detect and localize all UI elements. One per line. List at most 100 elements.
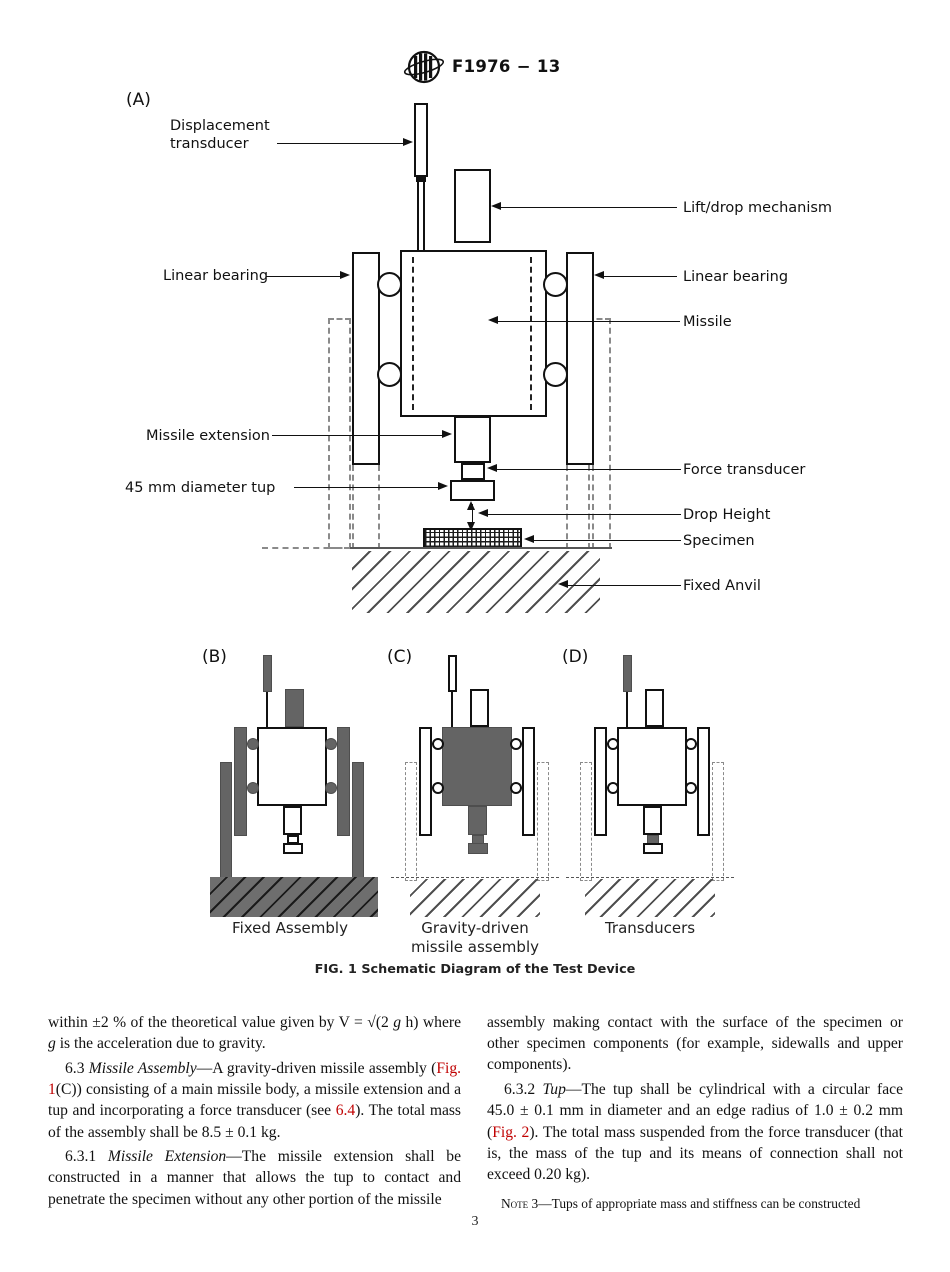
frame-dashed-left xyxy=(405,762,417,881)
ground-line-dashed xyxy=(566,877,734,878)
callout-line xyxy=(501,207,677,208)
panel-c-caption: Gravity-driven missile assembly xyxy=(411,919,539,956)
paragraph: within ±2 % of the theoretical value giv… xyxy=(48,1014,461,1053)
callout-force-transducer: Force transducer xyxy=(683,462,806,478)
frame-dashed-right xyxy=(537,762,549,881)
fixed-anvil-hatching xyxy=(585,879,715,917)
frame-dashed-right xyxy=(712,762,724,881)
drop-height-arrow-line xyxy=(472,504,473,524)
lift-drop-mechanism xyxy=(454,169,491,243)
callout-specimen: Specimen xyxy=(683,533,755,549)
bearing-roller xyxy=(247,782,259,794)
callout-missile: Missile xyxy=(683,314,732,330)
displacement-transducer-collar xyxy=(416,175,426,182)
paragraph-6-3-2: 6.3.2 Tup—The tup shall be cylindrical w… xyxy=(487,1081,903,1183)
ref-link[interactable]: 6.4 xyxy=(335,1102,356,1120)
bearing-roller xyxy=(432,782,444,794)
force-transducer-part xyxy=(461,463,485,480)
figure-1-panel-d: (D) Transducers xyxy=(560,645,740,975)
callout-line xyxy=(488,514,681,515)
bearing-roller xyxy=(377,362,402,387)
bearing-roller xyxy=(325,782,337,794)
missile-body xyxy=(257,727,327,806)
body-left-column: within ±2 % of the theoretical value giv… xyxy=(48,1012,461,1210)
callout-arrowhead xyxy=(442,430,452,438)
page-header: F1976 − 13 xyxy=(0,46,950,90)
frame-dashed-left xyxy=(328,318,351,549)
bearing-roller xyxy=(543,362,568,387)
panel-b-label: (B) xyxy=(202,647,227,667)
callout-line xyxy=(604,276,677,277)
figure-1-panel-c: (C) Gravity-driven missile assembly xyxy=(385,645,565,975)
drop-height-arrowhead-up xyxy=(467,501,475,510)
callout-arrowhead xyxy=(488,316,498,324)
callout-displacement-transducer: Displacement transducer xyxy=(170,118,270,152)
ref-link[interactable]: Fig. 1 xyxy=(48,1059,462,1099)
linear-bearing-left-bar xyxy=(234,727,247,836)
bearing-roller xyxy=(510,782,522,794)
panel-d-label: (D) xyxy=(562,647,589,667)
fixed-anvil-hatching xyxy=(410,879,540,917)
missile-body xyxy=(617,727,687,806)
missile-extension-part xyxy=(468,806,487,835)
fixed-anvil xyxy=(210,877,378,917)
callout-linear-bearing-right: Linear bearing xyxy=(683,269,789,285)
linear-bearing-left-bar xyxy=(419,727,432,836)
page-number: 3 xyxy=(471,1214,479,1229)
specimen-part xyxy=(423,528,522,549)
tup-part xyxy=(468,843,488,854)
ground-line-dashed xyxy=(391,877,559,878)
callout-fixed-anvil: Fixed Anvil xyxy=(683,578,761,594)
drop-height-arrowhead-down xyxy=(467,522,475,531)
lift-drop-mechanism xyxy=(470,689,489,727)
frame-dashed-left xyxy=(580,762,592,881)
ground-line xyxy=(350,547,612,549)
paragraph-6-3: 6.3 Missile Assembly—A gravity-driven mi… xyxy=(48,1059,462,1141)
missile-body xyxy=(442,727,512,806)
bearing-roller xyxy=(325,738,337,750)
callout-line xyxy=(497,469,681,470)
ref-link[interactable]: Fig. 2 xyxy=(492,1123,530,1141)
tup-part xyxy=(450,480,495,501)
transducer-rod xyxy=(266,692,268,728)
bearing-roller xyxy=(543,272,568,297)
lift-drop-mechanism xyxy=(645,689,664,727)
bearing-roller xyxy=(685,782,697,794)
frame-dashed-under-left-bearing xyxy=(352,465,380,549)
lift-drop-mechanism xyxy=(285,689,304,727)
callout-tup: 45 mm diameter tup xyxy=(125,480,276,496)
missile-body xyxy=(400,250,547,417)
callout-arrowhead xyxy=(438,482,448,490)
bearing-roller xyxy=(432,738,444,750)
transducer-rod xyxy=(451,692,453,728)
frame-column-left xyxy=(220,762,232,881)
callout-arrowhead xyxy=(594,271,604,279)
linear-bearing-right-bar xyxy=(522,727,535,836)
displacement-transducer-body xyxy=(414,103,428,177)
callout-line xyxy=(568,585,681,586)
displacement-transducer-body xyxy=(448,655,457,692)
callout-arrowhead xyxy=(487,464,497,472)
bearing-roller xyxy=(247,738,259,750)
callout-line xyxy=(266,276,341,277)
linear-bearing-left-bar xyxy=(594,727,607,836)
callout-arrowhead xyxy=(491,202,501,210)
callout-arrowhead xyxy=(558,580,568,588)
frame-dashed-under-right-bearing xyxy=(566,465,594,549)
linear-bearing-right-bar xyxy=(566,252,594,465)
callout-missile-extension: Missile extension xyxy=(146,428,270,444)
ground-line-dashed-left xyxy=(262,547,350,549)
callout-arrowhead xyxy=(403,138,413,146)
missile-extension-part xyxy=(454,416,491,463)
callout-linear-bearing-left: Linear bearing xyxy=(163,268,269,284)
displacement-transducer-body xyxy=(623,655,632,692)
missile-extension-part xyxy=(283,806,302,835)
tup-part xyxy=(643,843,663,854)
callout-line xyxy=(272,435,443,436)
bearing-roller xyxy=(377,272,402,297)
panel-d-caption: Transducers xyxy=(604,919,696,937)
paragraph: assembly making contact with the surface… xyxy=(487,1014,903,1074)
callout-arrowhead xyxy=(340,271,350,279)
figure-1-caption: FIG. 1 Schematic Diagram of the Test Dev… xyxy=(314,962,636,977)
